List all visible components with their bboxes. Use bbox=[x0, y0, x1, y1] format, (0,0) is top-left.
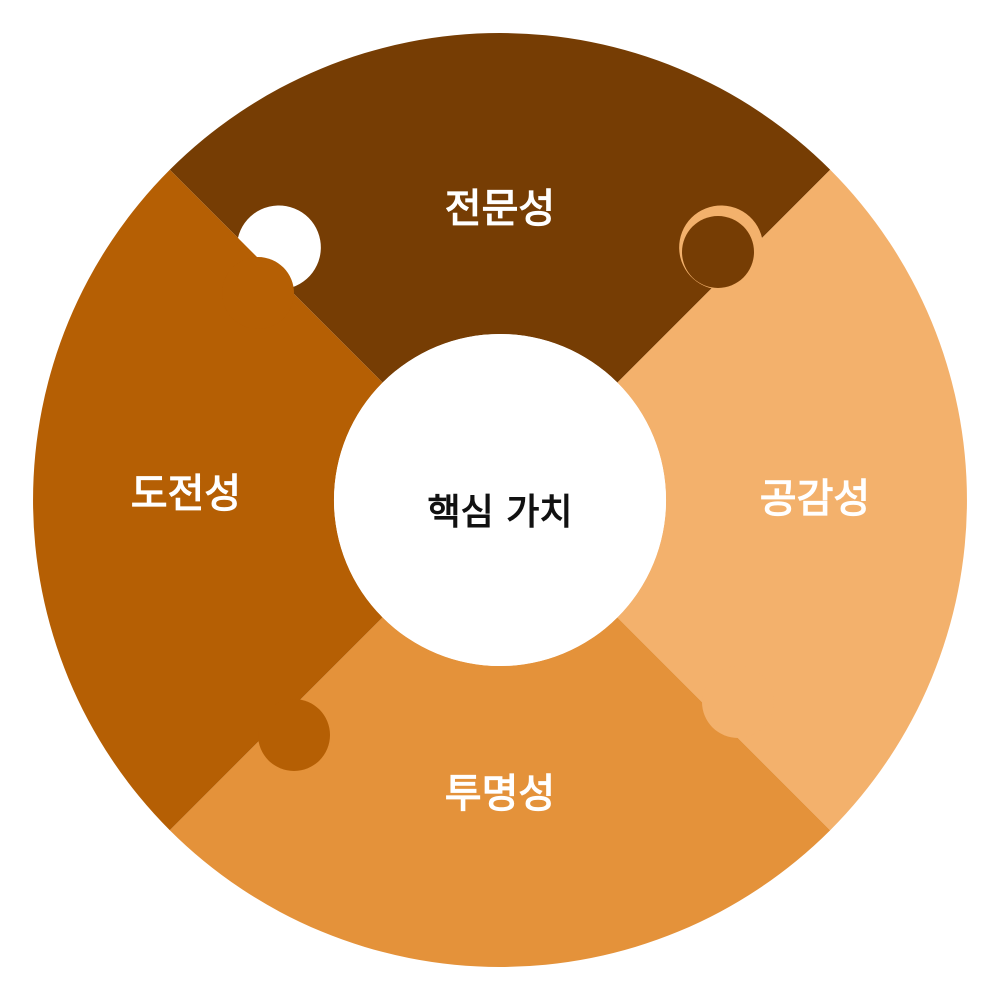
tab-knob-left-top bbox=[222, 257, 294, 329]
segment-right bbox=[617, 169, 967, 831]
segment-top bbox=[169, 33, 831, 383]
tab-knob-top-right bbox=[682, 216, 754, 288]
segment-bottom bbox=[169, 617, 831, 967]
center-hub bbox=[334, 334, 666, 666]
segment-label-right: 공감성 bbox=[760, 476, 870, 522]
tab-knob-right-bottom bbox=[702, 666, 774, 738]
center-label: 핵심 가치 bbox=[427, 492, 572, 533]
segment-label-bottom: 투명성 bbox=[445, 771, 555, 817]
segment-label-left: 도전성 bbox=[131, 471, 241, 517]
segment-label-top: 전문성 bbox=[445, 186, 555, 232]
segment-left bbox=[33, 169, 383, 831]
tab-knob-left-bottom bbox=[258, 699, 330, 771]
